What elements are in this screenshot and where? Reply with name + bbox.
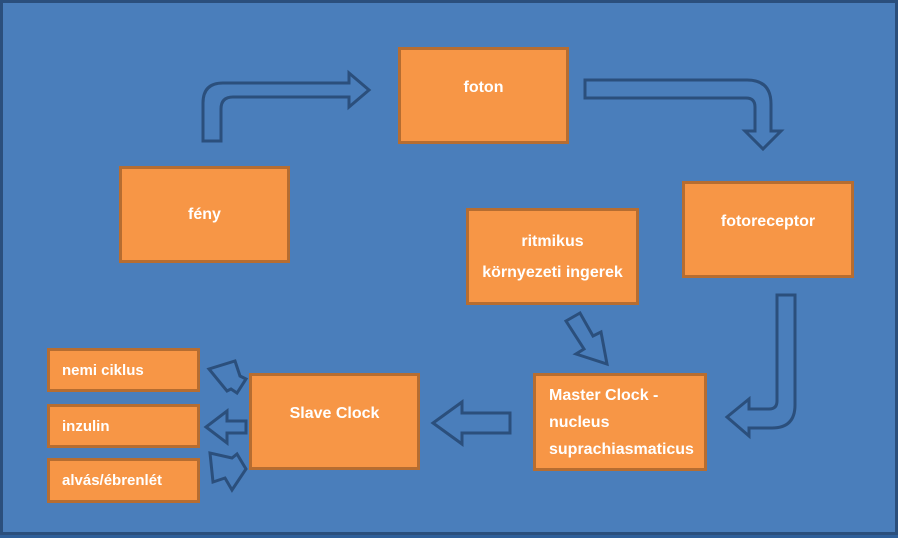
arrow-foton-to-fotoreceptor: [583, 78, 785, 152]
node-master-clock: Master Clock - nucleus suprachiasmaticus: [533, 373, 707, 471]
node-master-line2: nucleus: [549, 413, 610, 431]
node-inzulin-label: inzulin: [62, 417, 110, 435]
arrow-master-to-slave: [430, 399, 512, 447]
node-slave-clock: Slave Clock: [249, 373, 420, 470]
node-nemi-ciklus: nemi ciklus: [47, 348, 200, 392]
arrow-feny-to-foton: [201, 69, 372, 143]
node-ritmikus: ritmikus környezeti ingerek: [466, 208, 639, 305]
node-alvas-label: alvás/ébrenlét: [62, 472, 163, 489]
arrow-layer: [201, 69, 797, 493]
node-foton: foton: [398, 47, 569, 144]
node-alvas: alvás/ébrenlét: [47, 458, 200, 503]
arrow-ritmikus-to-master: [563, 310, 609, 367]
node-ritmikus-line1: ritmikus: [521, 232, 584, 250]
node-foton-label: foton: [463, 79, 504, 96]
node-inzulin: inzulin: [47, 404, 200, 448]
node-nemi-label: nemi ciklus: [62, 361, 144, 379]
arrow-slave-to-nemi: [206, 359, 249, 396]
arrow-fotoreceptor-to-master: [724, 293, 797, 440]
node-fotoreceptor: fotoreceptor: [682, 181, 854, 278]
node-master-line1: Master Clock -: [549, 386, 659, 404]
node-fotoreceptor-label: fotoreceptor: [720, 213, 816, 230]
arrow-slave-to-alvas: [208, 451, 248, 493]
arrow-slave-to-inzulin: [203, 407, 248, 447]
node-feny: fény: [119, 166, 290, 263]
node-ritmikus-line2: környezeti ingerek: [482, 263, 623, 281]
node-feny-label: fény: [188, 206, 221, 223]
node-master-line3: suprachiasmaticus: [549, 440, 694, 458]
node-slave-label: Slave Clock: [289, 405, 380, 422]
